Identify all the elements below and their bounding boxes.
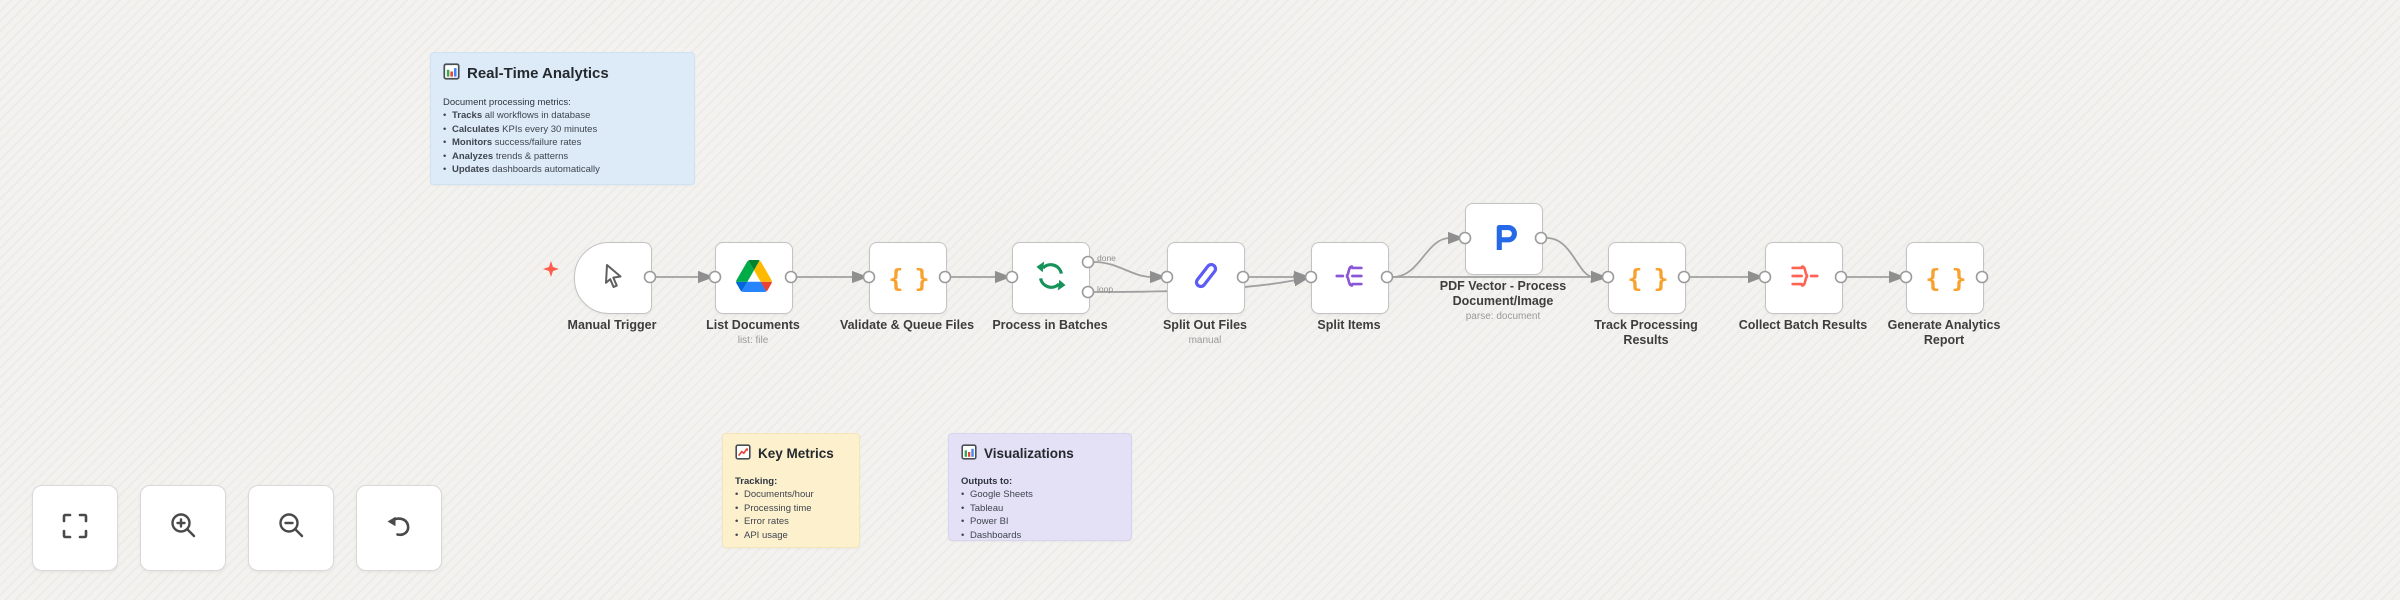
- output-label-loop: loop: [1097, 284, 1114, 294]
- trigger-star-icon: [543, 261, 559, 282]
- list-item: Google Sheets: [961, 488, 1119, 502]
- node-manual-trigger[interactable]: [574, 242, 652, 314]
- fit-view-icon: [59, 510, 91, 547]
- list-item: Tableau: [961, 502, 1119, 516]
- pdf-vector-icon: [1487, 220, 1521, 259]
- list-item: Analyzes trends & patterns: [443, 150, 682, 164]
- sticky-note-realtime-analytics[interactable]: Real-Time Analytics Document processing …: [430, 52, 695, 185]
- node-caption: Split Items: [1317, 318, 1381, 332]
- code-braces-icon: { }: [888, 263, 929, 293]
- trend-chart-icon: [735, 444, 751, 463]
- sticky-bullet-list: Tracks all workflows in database Calcula…: [443, 109, 682, 176]
- node-generate-analytics-report[interactable]: { }: [1906, 242, 1984, 314]
- cursor-icon: [597, 260, 629, 297]
- sticky-title: Key Metrics: [758, 446, 834, 461]
- list-item: Monitors success/failure rates: [443, 136, 682, 150]
- list-item: Error rates: [735, 515, 847, 529]
- list-item: Processing time: [735, 502, 847, 516]
- zoom-in-icon: [167, 510, 199, 547]
- split-out-icon: [1189, 259, 1223, 298]
- node-caption: Track Processing Results: [1594, 318, 1698, 347]
- zoom-out-icon: [275, 510, 307, 547]
- sticky-intro: Document processing metrics:: [443, 97, 571, 108]
- node-caption: Validate & Queue Files: [839, 318, 975, 332]
- connection-pdfvector-to-track: [1546, 237, 1608, 283]
- sticky-title: Real-Time Analytics: [467, 65, 609, 82]
- connection-batches-done-to-splitout: [1093, 261, 1167, 284]
- sticky-bullet-list: Google Sheets Tableau Power BI Dashboard…: [961, 488, 1119, 540]
- node-validate-queue-files[interactable]: { }: [869, 242, 947, 314]
- sticky-intro: Tracking:: [735, 476, 778, 487]
- node-process-in-batches[interactable]: [1012, 242, 1090, 314]
- google-drive-icon: [736, 259, 772, 297]
- node-split-items[interactable]: [1311, 242, 1389, 314]
- output-label-done: done: [1097, 253, 1116, 263]
- list-item: Tracks all workflows in database: [443, 109, 682, 123]
- list-item: Power BI: [961, 515, 1119, 529]
- sticky-title: Visualizations: [984, 446, 1074, 461]
- undo-arrow-icon: [383, 510, 415, 547]
- list-item: Updates dashboards automatically: [443, 163, 682, 177]
- aggregate-icon: [1787, 259, 1821, 298]
- connection-splititems-to-pdfvector: [1392, 231, 1465, 278]
- node-list-documents[interactable]: [715, 242, 793, 314]
- bar-chart-icon: [443, 63, 460, 84]
- loop-arrows-icon: [1034, 259, 1068, 298]
- sticky-bullet-list: Documents/hour Processing time Error rat…: [735, 488, 847, 542]
- node-pdf-vector[interactable]: [1465, 203, 1543, 275]
- node-caption: Process in Batches: [992, 318, 1108, 332]
- sticky-note-key-metrics[interactable]: Key Metrics Tracking: Documents/hour Pro…: [722, 433, 860, 548]
- node-caption: Generate Analytics Report: [1887, 318, 2001, 347]
- node-caption: Collect Batch Results: [1738, 318, 1868, 332]
- split-items-icon: [1333, 259, 1367, 298]
- list-item: Documents/hour: [735, 488, 847, 502]
- list-item: Dashboards: [961, 529, 1119, 540]
- sticky-intro: Outputs to:: [961, 476, 1013, 487]
- node-track-processing-results[interactable]: { }: [1608, 242, 1686, 314]
- list-item: API usage: [735, 529, 847, 543]
- fit-view-button[interactable]: [32, 485, 118, 571]
- list-item: Calculates KPIs every 30 minutes: [443, 123, 682, 137]
- node-caption: Manual Trigger: [567, 318, 657, 332]
- sticky-note-visualizations[interactable]: Visualizations Outputs to: Google Sheets…: [948, 433, 1132, 541]
- code-braces-icon: { }: [1925, 263, 1966, 293]
- node-collect-batch-results[interactable]: [1765, 242, 1843, 314]
- zoom-out-button[interactable]: [248, 485, 334, 571]
- code-braces-icon: { }: [1627, 263, 1668, 293]
- node-split-out-files[interactable]: [1167, 242, 1245, 314]
- reset-zoom-button[interactable]: [356, 485, 442, 571]
- zoom-in-button[interactable]: [140, 485, 226, 571]
- bar-chart-icon: [961, 444, 977, 463]
